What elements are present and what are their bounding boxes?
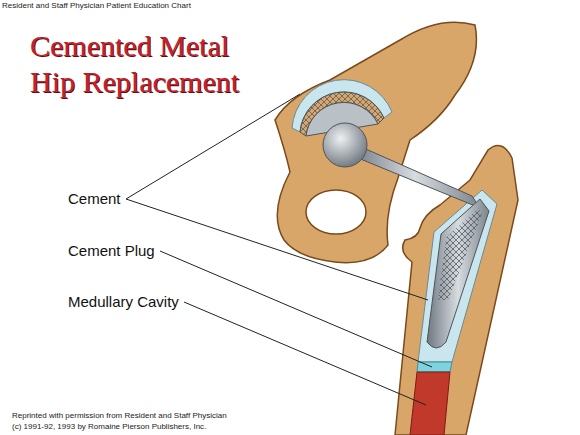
header-note: Resident and Staff Physician Patient Edu…	[2, 1, 191, 10]
prosthesis-neck	[350, 142, 480, 208]
copyright-note: (c) 1991-92, 1993 by Romaine Pierson Pub…	[12, 422, 206, 431]
part-label: Cement Plug	[68, 242, 155, 259]
leader-line	[126, 199, 428, 300]
femoral-cement	[418, 190, 497, 362]
leader-line	[126, 94, 300, 199]
leader-line	[184, 302, 426, 405]
part-label: Medullary Cavity	[68, 293, 179, 310]
femoral-stem	[427, 199, 489, 348]
stem-texture	[438, 208, 482, 300]
obturator-foramen	[306, 190, 366, 234]
diagram-title: Cemented Metal Hip Replacement	[30, 28, 275, 100]
femoral-head	[323, 123, 367, 167]
cement-plug	[417, 362, 452, 372]
credit-note: Reprinted with permission from Resident …	[12, 411, 227, 420]
part-label: Cement	[68, 190, 121, 207]
medullary-cavity	[410, 372, 450, 435]
